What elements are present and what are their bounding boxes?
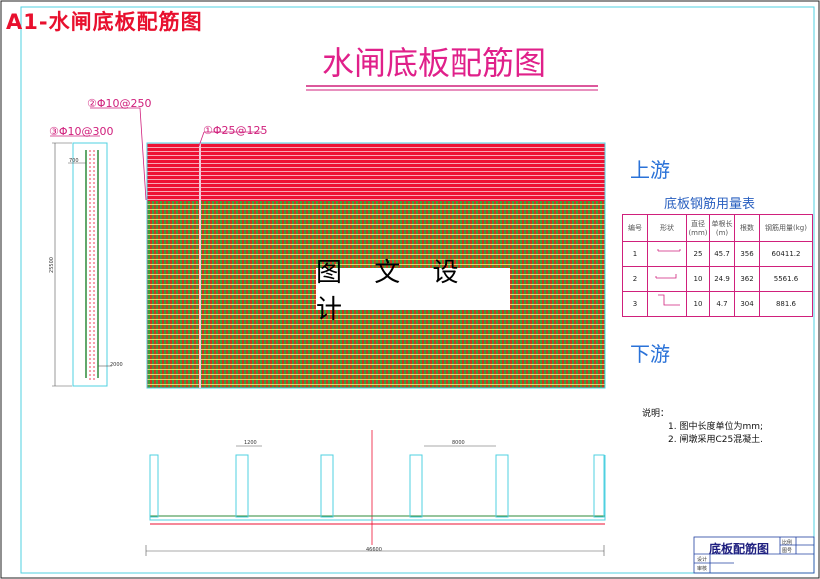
leader-c2 (90, 107, 147, 201)
notes-heading: 说明： (642, 409, 670, 419)
table-row: 1 25 45.7 356 60411.2 (622, 241, 813, 267)
cell-shape (647, 241, 687, 267)
cell-dia: 10 (686, 266, 710, 292)
cell-no: 3 (622, 291, 648, 317)
tb-cell-review: 审核 (697, 566, 708, 572)
plan-view (50, 107, 606, 389)
notes-line-1: 1. 图中长度单位为mm; (668, 422, 764, 432)
th-len: 单根长(m) (709, 214, 735, 242)
table-row: 2 10 24.9 362 5561.6 (622, 266, 813, 292)
title-block-title: 底板配筋图 (709, 542, 770, 556)
rebar-table: 编号 形状 直径(mm) 单根长(m) 根数 钢筋用量(kg) 1 25 45.… (622, 214, 813, 317)
watermark: 图 文 设 计 (316, 258, 510, 325)
th-dia: 直径(mm) (686, 214, 710, 242)
cell-count: 356 (734, 241, 760, 267)
section-view (145, 430, 606, 556)
th-weight: 钢筋用量(kg) (759, 214, 813, 242)
dim-1200: 1200 (244, 440, 257, 446)
callout-rebar-1: ①Φ25@125 (203, 124, 268, 137)
cell-no: 2 (622, 266, 648, 292)
upstream-label: 上游 (630, 158, 670, 182)
cell-len: 24.9 (709, 266, 735, 292)
cell-no: 1 (622, 241, 648, 267)
table-row: 3 10 4.7 304 881.6 (622, 291, 813, 317)
th-shape: 形状 (647, 214, 687, 242)
top-rebar-zone (147, 143, 605, 201)
drawing-title: 水闸底板配筋图 (322, 44, 547, 82)
cell-shape (647, 291, 687, 317)
cell-count: 362 (734, 266, 760, 292)
cell-len: 4.7 (709, 291, 735, 317)
tb-cell-design: 设计 (697, 557, 708, 563)
callout-rebar-3: ③Φ10@300 (49, 125, 114, 138)
cell-len: 45.7 (709, 241, 735, 267)
dim-700: 700 (69, 158, 79, 164)
notes-line-2: 2. 闸墩采用C25混凝土. (668, 435, 764, 445)
cell-dia: 25 (686, 241, 710, 267)
side-section (52, 142, 112, 387)
inner-frame (20, 6, 815, 574)
dim-2000: 2000 (110, 362, 123, 368)
cell-dia: 10 (686, 291, 710, 317)
cell-shape (647, 266, 687, 292)
tb-cell-scale: 比例 (782, 540, 793, 546)
cell-weight: 881.6 (759, 291, 813, 317)
dim-8000: 8000 (452, 440, 465, 446)
table-title: 底板钢筋用量表 (664, 197, 756, 212)
cell-weight: 5561.6 (759, 266, 813, 292)
leader-c1 (198, 131, 205, 147)
callout-rebar-2: ②Φ10@250 (87, 97, 152, 110)
plan-outline (146, 142, 606, 389)
table-header-row: 编号 形状 直径(mm) 单根长(m) 根数 钢筋用量(kg) (622, 214, 813, 242)
sheet-label: A1-水闸底板配筋图 (6, 10, 203, 34)
downstream-label: 下游 (630, 342, 670, 366)
notes: 说明： 1. 图中长度单位为mm; 2. 闸墩采用C25混凝土. (642, 408, 763, 447)
dim-total: 46600 (366, 547, 382, 553)
tb-cell-number: 图号 (782, 548, 793, 554)
side-section-outline (72, 142, 108, 387)
th-no: 编号 (622, 214, 648, 242)
title-block (693, 536, 815, 574)
th-count: 根数 (734, 214, 760, 242)
dim-25500: 25500 (48, 257, 55, 273)
cell-weight: 60411.2 (759, 241, 813, 267)
cell-count: 304 (734, 291, 760, 317)
